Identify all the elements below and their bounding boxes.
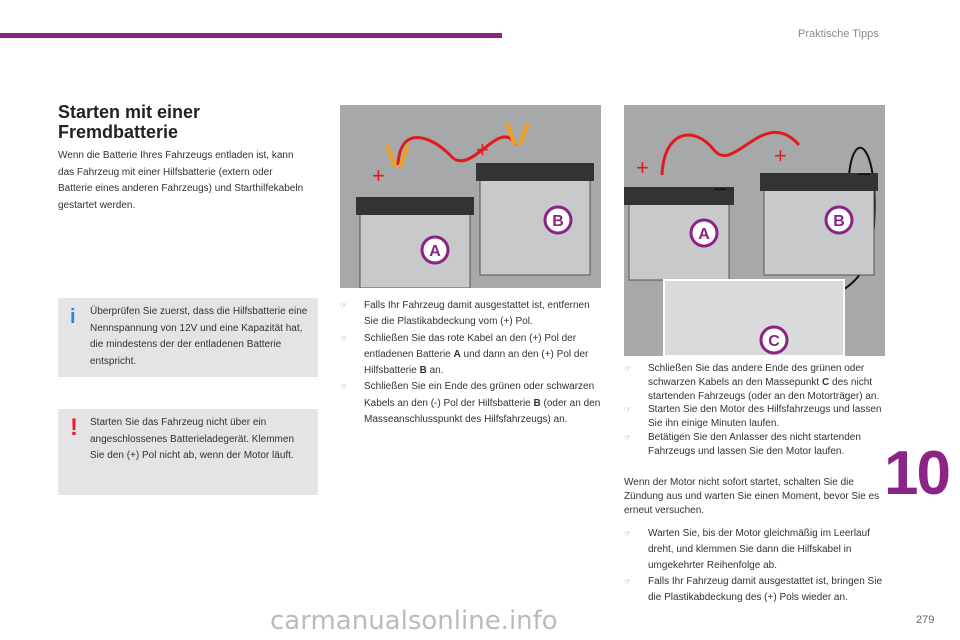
plus-sign: +	[774, 143, 787, 168]
step-text: Schließen Sie das rote Kabel an den (+) …	[364, 332, 577, 360]
step-bold: B	[533, 397, 541, 409]
step-text: Schließen Sie das andere Ende des grünen…	[648, 363, 865, 388]
info-box: i Überprüfen Sie zuerst, dass die Hilfsb…	[58, 298, 318, 377]
step-item: ☞ Falls Ihr Fahrzeug damit ausgestattet i…	[624, 574, 889, 606]
minus-sign: –	[714, 175, 727, 200]
plus-sign: +	[372, 163, 385, 188]
title-line: Fremdbatterie	[58, 122, 179, 142]
step-text: des nicht startenden Fahrzeugs (oder an …	[648, 376, 880, 402]
note-text: Wenn der Motor nicht sofort startet, sch…	[624, 477, 880, 516]
chapter-color-bar	[0, 33, 502, 38]
page-number: 279	[916, 614, 935, 626]
step-item: ☞ Warten Sie, bis der Motor gleichmäßig i…	[624, 526, 889, 574]
steps-start: ☞ Schließen Sie das andere Ende des grüne…	[624, 362, 889, 459]
step-text: und dann an den (+) Pol der Hilfsbatteri…	[364, 348, 589, 377]
bullet-icon: ☞	[340, 382, 348, 392]
step-text: Starten Sie den Motor des Hilfsfahrzeugs…	[648, 404, 882, 430]
jump-start-figure-1: A B + +	[340, 105, 601, 289]
bullet-icon: ☞	[340, 301, 348, 310]
battery-label-b: B	[552, 213, 564, 230]
steps-connect: ☞ Falls Ihr Fahrzeug damit ausgestattet i…	[340, 298, 605, 428]
info-icon: i	[70, 306, 76, 328]
title-line: Starten mit einer	[58, 102, 201, 122]
battery-illustration: A B C + + – –	[624, 130, 878, 357]
step-item: ☞ Starten Sie den Motor des Hilfsfahrzeug…	[624, 403, 889, 431]
step-item: ☞ Falls Ihr Fahrzeug damit ausgestattet i…	[340, 298, 605, 331]
step-bold: C	[822, 376, 830, 388]
info-text: Überprüfen Sie zuerst, dass die Hilfsbat…	[90, 306, 308, 367]
plus-sign: +	[476, 137, 489, 162]
intro-text: Wenn die Batterie Ihres Fahrzeugs entlad…	[58, 150, 304, 211]
step-item: ☞ Schließen Sie ein Ende des grünen oder …	[340, 379, 605, 428]
jump-start-figure-2: A B C + + – –	[624, 105, 885, 357]
step-item: ☞ Schließen Sie das andere Ende des grüne…	[624, 362, 889, 403]
bullet-icon: ☞	[624, 405, 632, 415]
step-text: Falls Ihr Fahrzeug damit ausgestattet is…	[648, 576, 883, 603]
step-item: ☞ Schließen Sie das rote Kabel an den (+)…	[340, 331, 605, 380]
bullet-icon: ☞	[624, 577, 632, 586]
step-text: Schließen Sie ein Ende des grünen oder s…	[364, 381, 595, 409]
battery-label-b: B	[833, 213, 845, 230]
bullet-icon: ☞	[340, 333, 348, 343]
step-item: ☞ Betätigen Sie den Anlasser des nicht st…	[624, 431, 889, 459]
step-text: (oder an den Masseanschlusspunkt des Hil…	[364, 397, 601, 426]
battery-illustration: A B + +	[356, 122, 594, 289]
steps-finish: ☞ Warten Sie, bis der Motor gleichmäßig i…	[624, 526, 889, 606]
watermark: carmanualsonline.info	[270, 606, 558, 636]
warning-text: Starten Sie das Fahrzeug nicht über ein …	[90, 417, 295, 461]
step-bold: B	[419, 365, 427, 377]
step-bold: A	[453, 348, 461, 360]
ground-label-c: C	[768, 333, 780, 350]
battery-label-a: A	[698, 226, 710, 243]
step-text: Betätigen Sie den Anlasser des nicht sta…	[648, 431, 861, 457]
warning-icon: !	[70, 414, 78, 441]
battery-label-a: A	[429, 243, 441, 260]
chapter-number: 10	[884, 439, 951, 508]
bullet-icon: ☞	[624, 364, 632, 373]
bullet-icon: ☞	[624, 529, 632, 538]
step-text: Falls Ihr Fahrzeug damit ausgestattet is…	[364, 300, 590, 328]
bullet-icon: ☞	[624, 432, 632, 442]
section-title: Praktische Tipps	[798, 28, 879, 40]
warning-box: ! Starten Sie das Fahrzeug nicht über ei…	[58, 409, 318, 495]
step-text: Warten Sie, bis der Motor gleichmäßig im…	[648, 528, 870, 571]
step-text: an.	[426, 365, 444, 377]
plus-sign: +	[636, 155, 649, 180]
minus-sign: –	[858, 160, 871, 185]
